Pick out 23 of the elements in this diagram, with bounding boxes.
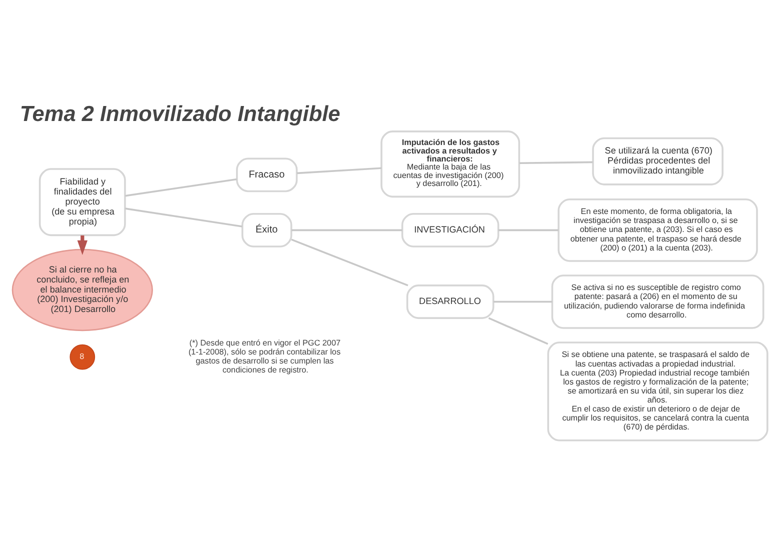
connector <box>498 228 558 231</box>
node-box: Fracaso <box>236 157 298 192</box>
node-ellipse: Si al cierre no ha concluido, se refleja en el balance intermedio (200) Investigación y/o (201) Desarrollo <box>12 248 153 331</box>
node-box: Se activa si no es susceptible de registro como patente: pasará a (206) en el momento de su utilización, pudiendo valorarse de forma indefinida como desarrollo. <box>551 274 764 328</box>
node-box: DESARROLLO <box>406 284 494 318</box>
node-box: Éxito <box>241 212 292 247</box>
label: (*) Desde que entró en vigor el PGC 2007 (1-1-2008), sólo se podrán contabilizar los gastos de desarrollo si se cumplen las condiciones de registro. <box>188 338 341 374</box>
node-box: En este momento, de forma obligatoria, la investigación se traspasa a desarrollo o, si se obtiene una patente, a (203). Si el caso es obtener una patente, el traspaso se hará desde (200) o (201) a la cuenta (203). <box>558 198 758 262</box>
connector <box>125 207 242 227</box>
node-box: INVESTIGACIÓN <box>401 212 500 247</box>
connector <box>291 238 408 286</box>
diagram-title: Tema 2 Inmovilizado Intangible <box>20 100 340 126</box>
node-box: Se utilizará la cuenta (670) Pérdidas procedentes del inmovilizado intangible <box>592 136 724 185</box>
node-circle: 8 <box>70 344 96 370</box>
connector <box>494 300 552 302</box>
connector <box>488 316 548 344</box>
node-box: Fiabilidad y finalidades del proyecto (de su empresa propia) <box>38 168 126 236</box>
connector <box>519 160 593 164</box>
node-box: Imputación de los gastos activados a resultados y financieros: Mediante la baja de las cuentas de investigación (200) y desarrollo (201). <box>380 130 520 198</box>
connector <box>292 228 402 231</box>
connector <box>125 178 237 196</box>
connector <box>296 166 382 174</box>
node-box: Si se obtiene una patente, se traspasará el saldo de las cuentas activadas a propiedad industrial. La cuenta (203) Propiedad industrial recoge también los gastos de registro y formalización de la patente; se amortizará en su vida útil, sin superar los diez años. En el caso de existir un deterioro o de dejar de cumplir los requisitos, se cancelará contra la cuenta (670) de pérdidas. <box>547 341 768 441</box>
